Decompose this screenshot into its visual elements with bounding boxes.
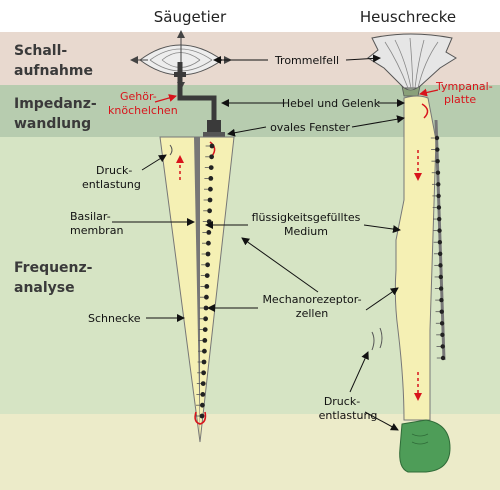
insect-receptor-cell <box>440 332 445 338</box>
mammal-receptor-cell <box>205 262 211 268</box>
mammal-receptor-cell <box>207 197 213 203</box>
label-mechano-2: zellen <box>296 307 328 320</box>
mammal-cochlea <box>159 136 235 443</box>
insect-receptor-cells <box>430 135 446 361</box>
pointer-pressure-relief-left <box>141 154 167 171</box>
label-fluid-2: Medium <box>284 225 328 238</box>
label-lever: Hebel und Gelenk <box>282 97 381 110</box>
mammal-receptor-cell <box>202 338 208 343</box>
stage-impedance-label-2: wandlung <box>14 116 91 132</box>
mammal-receptor-cell <box>209 143 215 149</box>
mammal-receptor-cell <box>206 240 211 246</box>
mammal-receptor-cell <box>200 402 205 408</box>
mammal-receptor-cell <box>202 327 208 332</box>
pointer-tympanum-right <box>345 54 381 63</box>
label-ossicles-1: Gehör- <box>120 90 157 103</box>
insect-receptor-cell <box>434 135 440 141</box>
insect-receptor-cell <box>440 355 446 361</box>
label-fluid-1: flüssigkeitsgefülltes <box>252 211 361 224</box>
mammal-tympanum-shape <box>130 30 232 90</box>
insect-receptor-cell <box>440 344 445 349</box>
mammal-receptor-cell <box>206 219 212 225</box>
insect-receptor-cell <box>437 216 442 222</box>
mammal-receptor-cell <box>199 413 205 419</box>
insect-receptor-cell <box>439 297 444 303</box>
label-pressure-relief-right-1: Druck- <box>324 395 360 408</box>
insect-receptor-cell <box>436 205 442 210</box>
mammal-receptor-cell <box>208 165 214 171</box>
insect-receptor-cell <box>435 147 440 152</box>
label-pressure-relief-left-2: entlastung <box>82 178 141 191</box>
pointer-pressure-relief-right <box>349 351 369 393</box>
pointer-oval-window-right <box>351 115 405 128</box>
mammal-receptor-cell <box>204 284 210 289</box>
label-tympanal-plate-1: Tympanal- <box>435 80 493 93</box>
insect-tympanum-shape <box>367 33 457 97</box>
label-tympanal-plate-2: platte <box>444 93 476 106</box>
mammal-receptor-cell <box>203 316 209 322</box>
insect-receptor-cell <box>437 240 443 245</box>
mammal-receptor-cell <box>200 381 206 386</box>
label-ossicles-2: knöchelchen <box>108 104 178 117</box>
insect-receptor-cell <box>437 228 442 233</box>
pointer-mechano-up <box>241 237 319 293</box>
label-cochlea: Schnecke <box>88 312 141 325</box>
pointer-mechano-right <box>365 287 399 311</box>
stage-frequency-label-1: Frequenz- <box>14 260 93 276</box>
mammal-receptor-cell <box>201 370 207 376</box>
pointer-oval-window-left <box>227 126 267 137</box>
mammal-receptor-cell <box>200 392 206 397</box>
mammal-receptor-cell <box>203 305 209 311</box>
mammal-receptor-cell <box>204 273 210 278</box>
insect-receptor-cell <box>439 321 445 326</box>
label-basilar-2: membran <box>70 224 123 237</box>
pointer-pressure-relief-right-2 <box>364 411 399 431</box>
label-oval-window: ovales Fenster <box>270 121 350 134</box>
mammal-receptor-cell <box>204 294 209 300</box>
mammal-receptor-cell <box>202 348 207 354</box>
pointer-tympanal-plate <box>419 88 439 97</box>
mammal-receptor-cell <box>206 230 212 235</box>
insect-receptor-cell <box>435 170 441 175</box>
pointer-ossicles <box>154 94 177 103</box>
insect-receptor-cell <box>436 182 441 187</box>
mammal-ossicles <box>174 62 225 138</box>
label-mechano-1: Mechanorezeptor- <box>262 293 361 306</box>
insect-receptor-cell <box>437 251 443 256</box>
mammal-receptor-cell <box>201 359 207 365</box>
pointer-fluid-right <box>363 224 401 233</box>
insect-receptor-cell <box>438 286 444 291</box>
stage-sound-label-2: aufnahme <box>14 63 93 79</box>
insect-receptor-cell <box>438 274 443 280</box>
label-basilar-1: Basilar- <box>70 210 111 223</box>
stage-frequency-label-2: analyse <box>14 280 75 296</box>
mammal-receptor-cell <box>209 154 215 160</box>
mammal-receptor-cell <box>207 208 213 214</box>
insect-receptor-cell <box>435 158 440 164</box>
mammal-receptor-cells <box>195 143 215 419</box>
header-mammal: Säugetier <box>154 8 227 26</box>
insect-relief-sac <box>399 419 451 473</box>
mammal-receptor-cell <box>205 251 211 257</box>
insect-receptor-cell <box>438 263 443 268</box>
label-pressure-relief-right-2: entlastung <box>319 409 378 422</box>
stage-impedance-label-1: Impedanz- <box>14 96 97 112</box>
label-tympanum: Trommelfell <box>274 54 339 67</box>
insect-receptor-cell <box>439 309 444 314</box>
mammal-receptor-cell <box>208 176 214 181</box>
stage-sound-label-1: Schall- <box>14 43 67 59</box>
mammal-receptor-cell <box>208 186 213 192</box>
label-pressure-relief-left-1: Druck- <box>96 164 132 177</box>
header-insect: Heuschrecke <box>360 8 456 26</box>
insect-receptor-cell <box>436 193 441 199</box>
